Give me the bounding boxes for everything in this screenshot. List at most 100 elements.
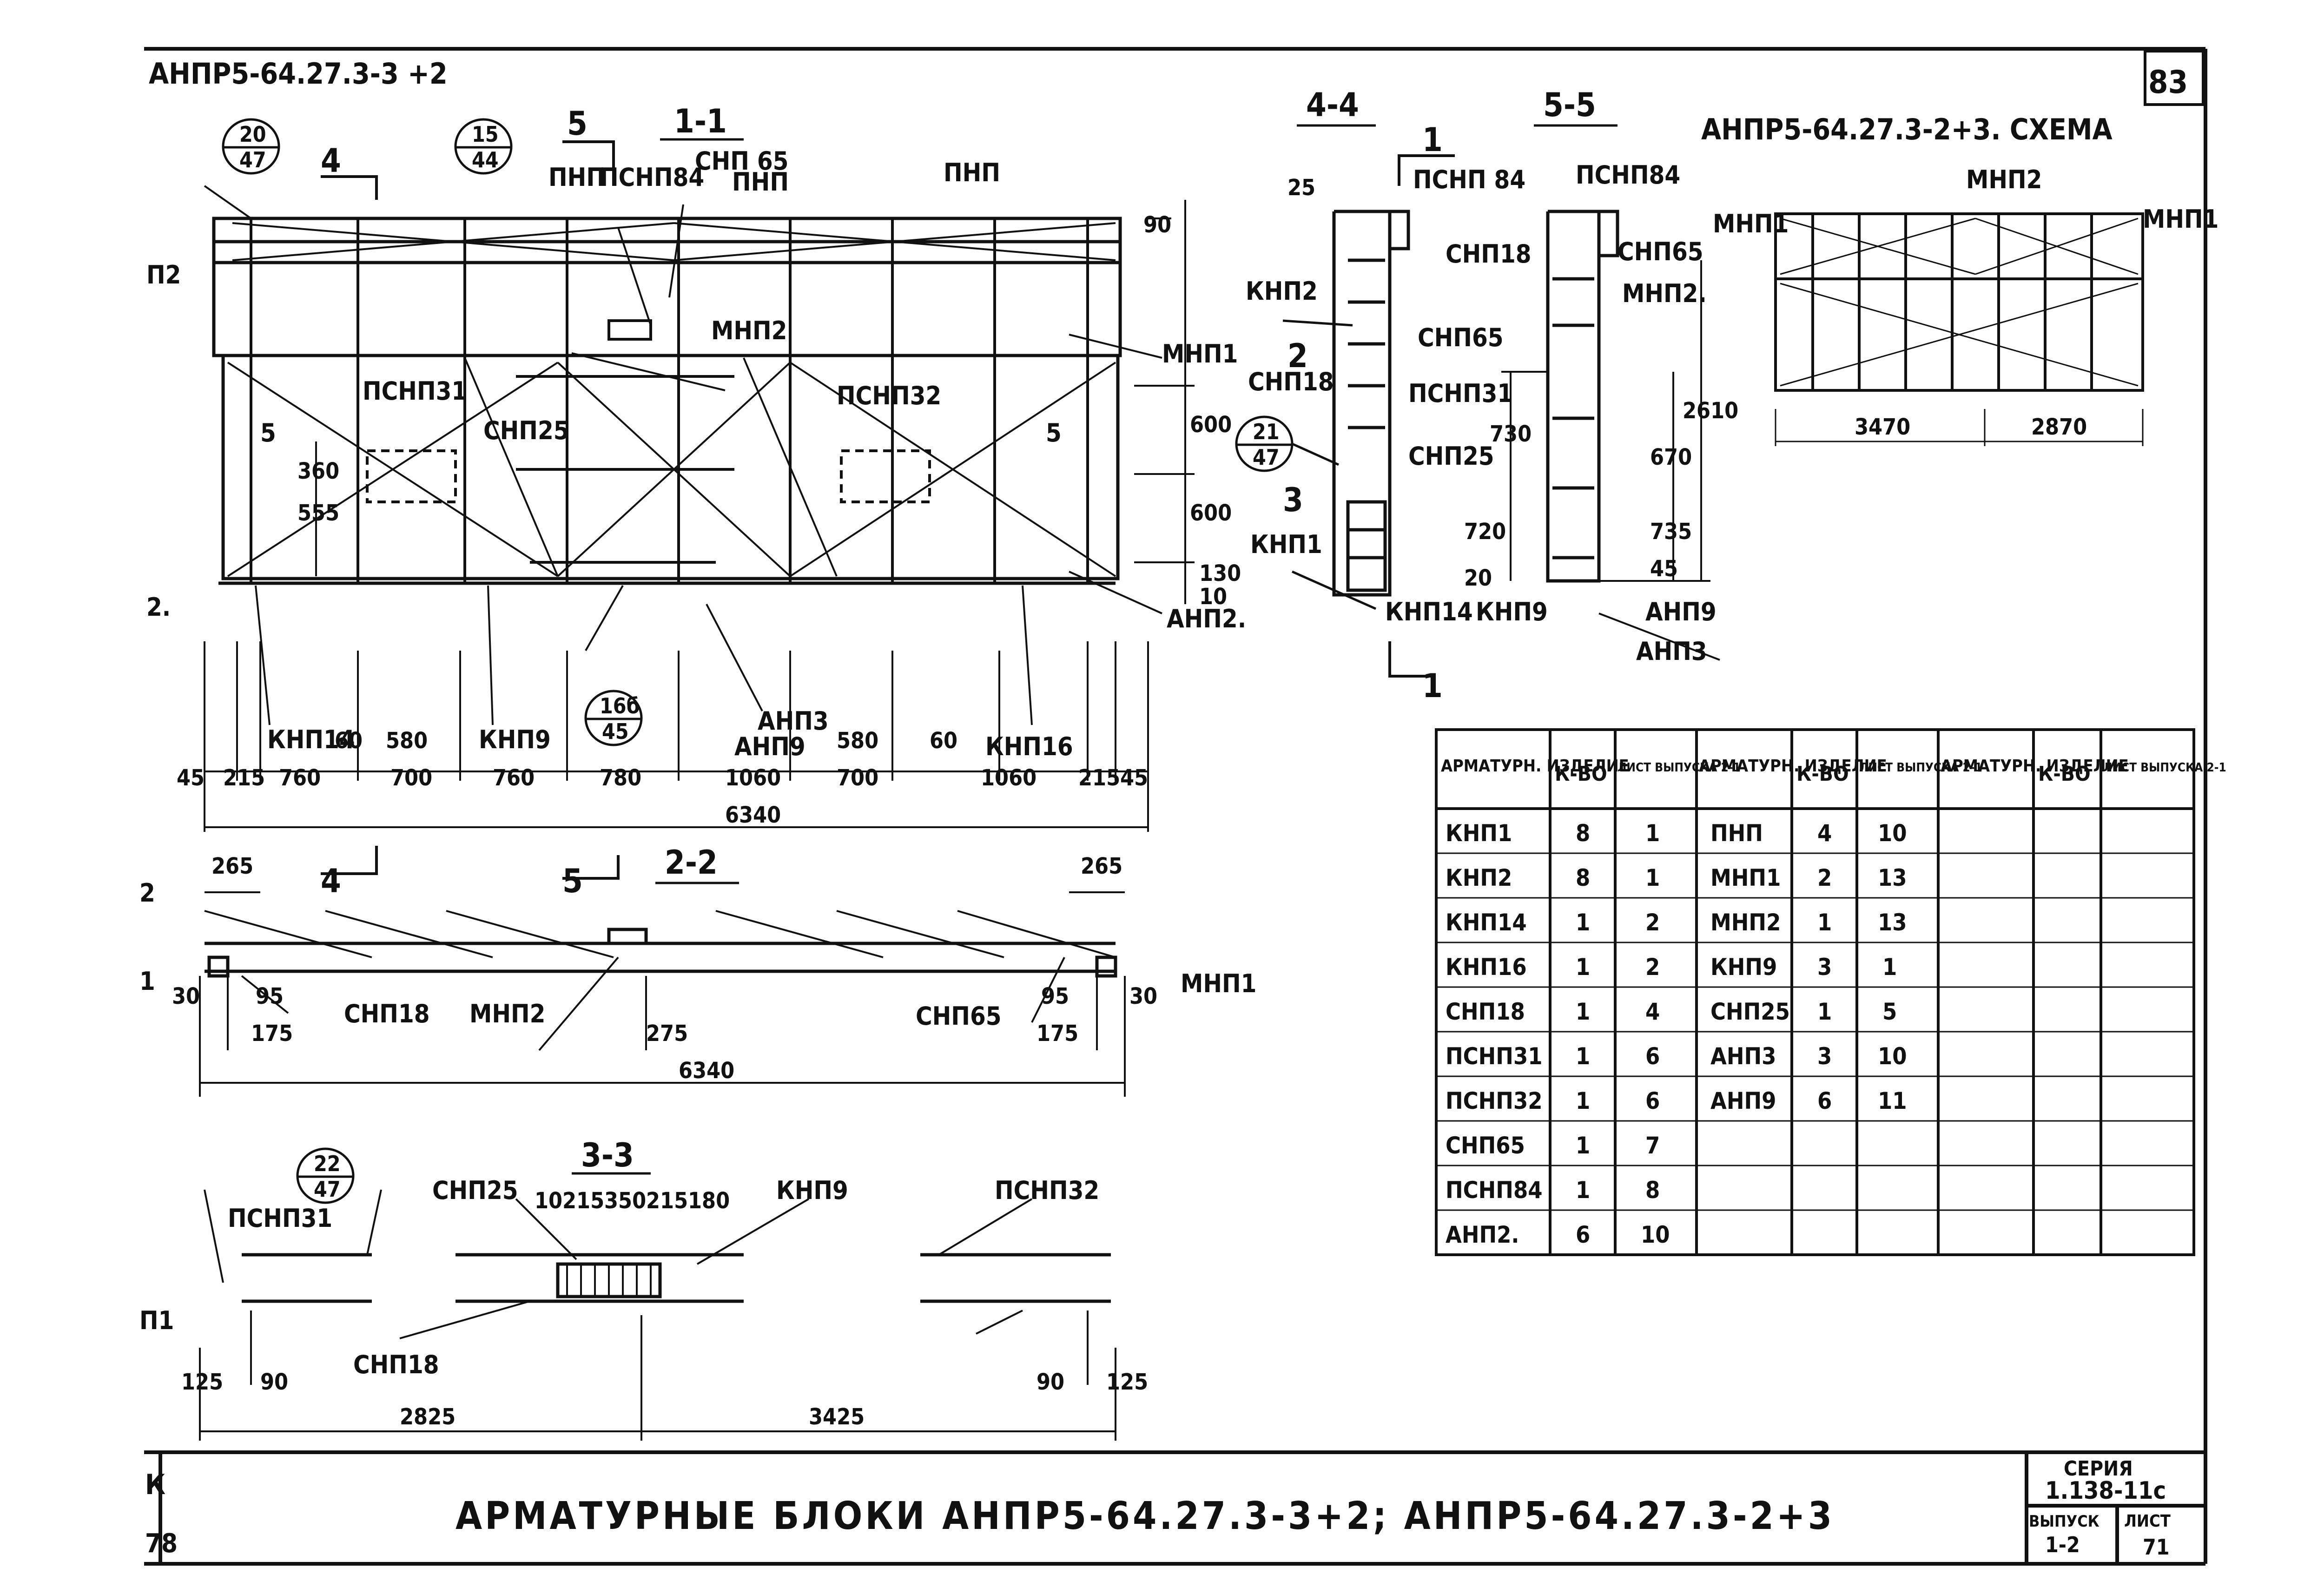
label-knp16: КНП16 bbox=[985, 732, 1073, 761]
dim-33-top-3: 215 bbox=[646, 1188, 688, 1214]
section-4-4: 4-4 1 1 ПСНП 84 КНП2 СНП65 СНП18 ПСНП31 … bbox=[1235, 86, 1525, 705]
table-header-sheet-2: ЛИСТ ВЫПУСКА 2-1 bbox=[1859, 761, 1982, 775]
label-33-snp18: СНП18 bbox=[353, 1350, 439, 1379]
callout-20-47-num: 20 bbox=[239, 122, 266, 147]
dim-33-125a: 125 bbox=[181, 1369, 223, 1395]
table-row-1-10-item: АНП2. bbox=[1446, 1221, 1519, 1248]
label-psnp31: ПСНП31 bbox=[363, 376, 467, 406]
callout-20-47-den: 47 bbox=[239, 147, 266, 172]
sheet-frame bbox=[144, 47, 2207, 1566]
table-row-2-7-qty: 6 bbox=[1817, 1087, 1832, 1114]
label-55-anp9: АНП9 bbox=[1645, 597, 1717, 626]
label-44-snp65: СНП65 bbox=[1418, 323, 1504, 352]
dim-v600b: 600 bbox=[1190, 500, 1232, 526]
dim-v555: 555 bbox=[297, 500, 339, 526]
dim-580b: 580 bbox=[837, 728, 878, 754]
cut-mark-1-top: 1 bbox=[1422, 121, 1443, 159]
table-row-2-6-item: АНП3 bbox=[1710, 1043, 1776, 1070]
label-mnp2: МНП2 bbox=[711, 316, 787, 345]
label-knp14: КНП14 bbox=[267, 725, 355, 754]
label-22-2: 2 bbox=[139, 878, 155, 908]
label-33-left: П1 bbox=[139, 1306, 174, 1335]
dim-780: 780 bbox=[600, 765, 641, 791]
dim-22-175b: 175 bbox=[1037, 1021, 1078, 1047]
callout-22-47-den: 47 bbox=[314, 1177, 341, 1202]
callout-16b-45-num: 16б bbox=[600, 693, 640, 718]
table-header-sheet-3: ЛИСТ ВЫПУСКА 2-1 bbox=[2103, 761, 2226, 775]
table-row-1-2-item: КНП2 bbox=[1446, 864, 1512, 891]
label-22-mnp1: МНП1 bbox=[1181, 969, 1256, 998]
table-row-1-7-qty: 1 bbox=[1576, 1087, 1590, 1114]
section-1-1-title: 1-1 bbox=[674, 102, 727, 140]
table-row-1-5-item: СНП18 bbox=[1446, 998, 1525, 1025]
table-row-2-3-sheet: 13 bbox=[1878, 909, 1907, 936]
table-row-2-7-item: АНП9 bbox=[1710, 1087, 1776, 1114]
cut-mark-1-bottom: 1 bbox=[1422, 667, 1443, 705]
dim-33-top-2: 350 bbox=[604, 1188, 646, 1214]
table-row-2-6-sheet: 10 bbox=[1878, 1043, 1907, 1070]
table-row-1-9-sheet: 8 bbox=[1645, 1177, 1660, 1204]
dim-33-3425: 3425 bbox=[809, 1404, 865, 1430]
left-code: АНПР5-64.27.3-3 +2 bbox=[149, 57, 448, 91]
label-44-knp1: КНП1 bbox=[1250, 530, 1322, 559]
table-row-1-3-item: КНП14 bbox=[1446, 909, 1527, 936]
table-row-1-9-qty: 1 bbox=[1576, 1177, 1590, 1204]
callout-16b-45-den: 45 bbox=[602, 719, 629, 744]
scheme-dim-3470: 3470 bbox=[1855, 414, 1910, 440]
table-header-item-1: АРМАТУРН. ИЗДЕЛИЕ bbox=[1441, 757, 1629, 776]
dim-1060b: 1060 bbox=[981, 765, 1037, 791]
table-row-2-3-qty: 1 bbox=[1817, 909, 1832, 936]
table-row-1-2-qty: 8 bbox=[1576, 864, 1590, 891]
dim-55-20: 20 bbox=[1464, 565, 1492, 591]
table-row-2-2-item: МНП1 bbox=[1710, 864, 1781, 891]
table-row-1-1-qty: 8 bbox=[1576, 820, 1590, 847]
dim-v600a: 600 bbox=[1190, 412, 1232, 438]
label-55-snp25: СНП25 bbox=[1408, 441, 1494, 471]
dim-55-730: 730 bbox=[1490, 421, 1532, 447]
section-5-5: 5-5 ПСНП84 СНП18 СНП65 МНП2. СНП25 КНП9 … bbox=[1408, 86, 1738, 666]
label-5-right: 5 bbox=[1046, 418, 1062, 448]
section-4-4-title: 4-4 bbox=[1306, 86, 1359, 124]
scheme-mnp2: МНП2 bbox=[1966, 165, 2042, 194]
series-label: СЕРИЯ bbox=[2064, 1457, 2133, 1481]
dim-22-265a: 265 bbox=[211, 853, 253, 879]
table-row-2-5-sheet: 5 bbox=[1882, 998, 1897, 1025]
table-row-1-1-item: КНП1 bbox=[1446, 820, 1512, 847]
table-row-1-10-qty: 6 bbox=[1576, 1221, 1590, 1248]
label-22-1: 1 bbox=[139, 967, 155, 996]
callout-21-47-den: 47 bbox=[1253, 445, 1280, 470]
table-row-2-6-qty: 3 bbox=[1817, 1043, 1832, 1070]
label-55-snp18: СНП18 bbox=[1446, 239, 1532, 269]
dim-total-6340: 6340 bbox=[725, 802, 781, 828]
label-44-knp14: КНП14 bbox=[1385, 597, 1473, 626]
label-44-snp18: СНП18 bbox=[1248, 367, 1334, 396]
label-44-knp2: КНП2 bbox=[1246, 277, 1318, 306]
table-row-1-9-item: ПСНП84 bbox=[1446, 1177, 1543, 1204]
label-pnp-a: ПНП bbox=[548, 163, 605, 192]
label-5-left: 5 bbox=[260, 418, 276, 448]
dim-33-125b: 125 bbox=[1106, 1369, 1148, 1395]
dim-v90: 90 bbox=[1143, 212, 1171, 238]
table-row-2-7-sheet: 11 bbox=[1878, 1087, 1907, 1114]
label-pnp-b: ПНП bbox=[732, 167, 789, 197]
label-44-psnp31: ПСНП31 bbox=[1408, 379, 1513, 408]
dim-22-95b: 95 bbox=[1041, 983, 1069, 1009]
dim-580a: 580 bbox=[386, 728, 428, 754]
dim-33-2825: 2825 bbox=[400, 1404, 456, 1430]
dim-33-top-0: 10 bbox=[535, 1188, 562, 1214]
table-row-1-8-item: СНП65 bbox=[1446, 1132, 1525, 1159]
dim-33-90b: 90 bbox=[1037, 1369, 1064, 1395]
table-row-1-7-item: ПСНП32 bbox=[1446, 1087, 1543, 1114]
label-44-psnp84: ПСНП 84 bbox=[1413, 165, 1525, 194]
table-row-2-3-item: МНП2 bbox=[1710, 909, 1781, 936]
dim-45b: 45 bbox=[1120, 765, 1148, 791]
dim-55-670: 670 bbox=[1650, 444, 1692, 470]
label-55-mnp2: МНП2. bbox=[1622, 279, 1707, 308]
callout-15-44-num: 15 bbox=[472, 122, 499, 147]
dim-22-265b: 265 bbox=[1081, 853, 1122, 879]
label-22-snp65: СНП65 bbox=[916, 1001, 1002, 1031]
label-left-p2: П2 bbox=[146, 260, 181, 290]
table-row-2-4-sheet: 1 bbox=[1882, 954, 1897, 981]
left-stamp-top: К bbox=[145, 1469, 165, 1501]
table-row-1-6-item: ПСНП31 bbox=[1446, 1043, 1543, 1070]
